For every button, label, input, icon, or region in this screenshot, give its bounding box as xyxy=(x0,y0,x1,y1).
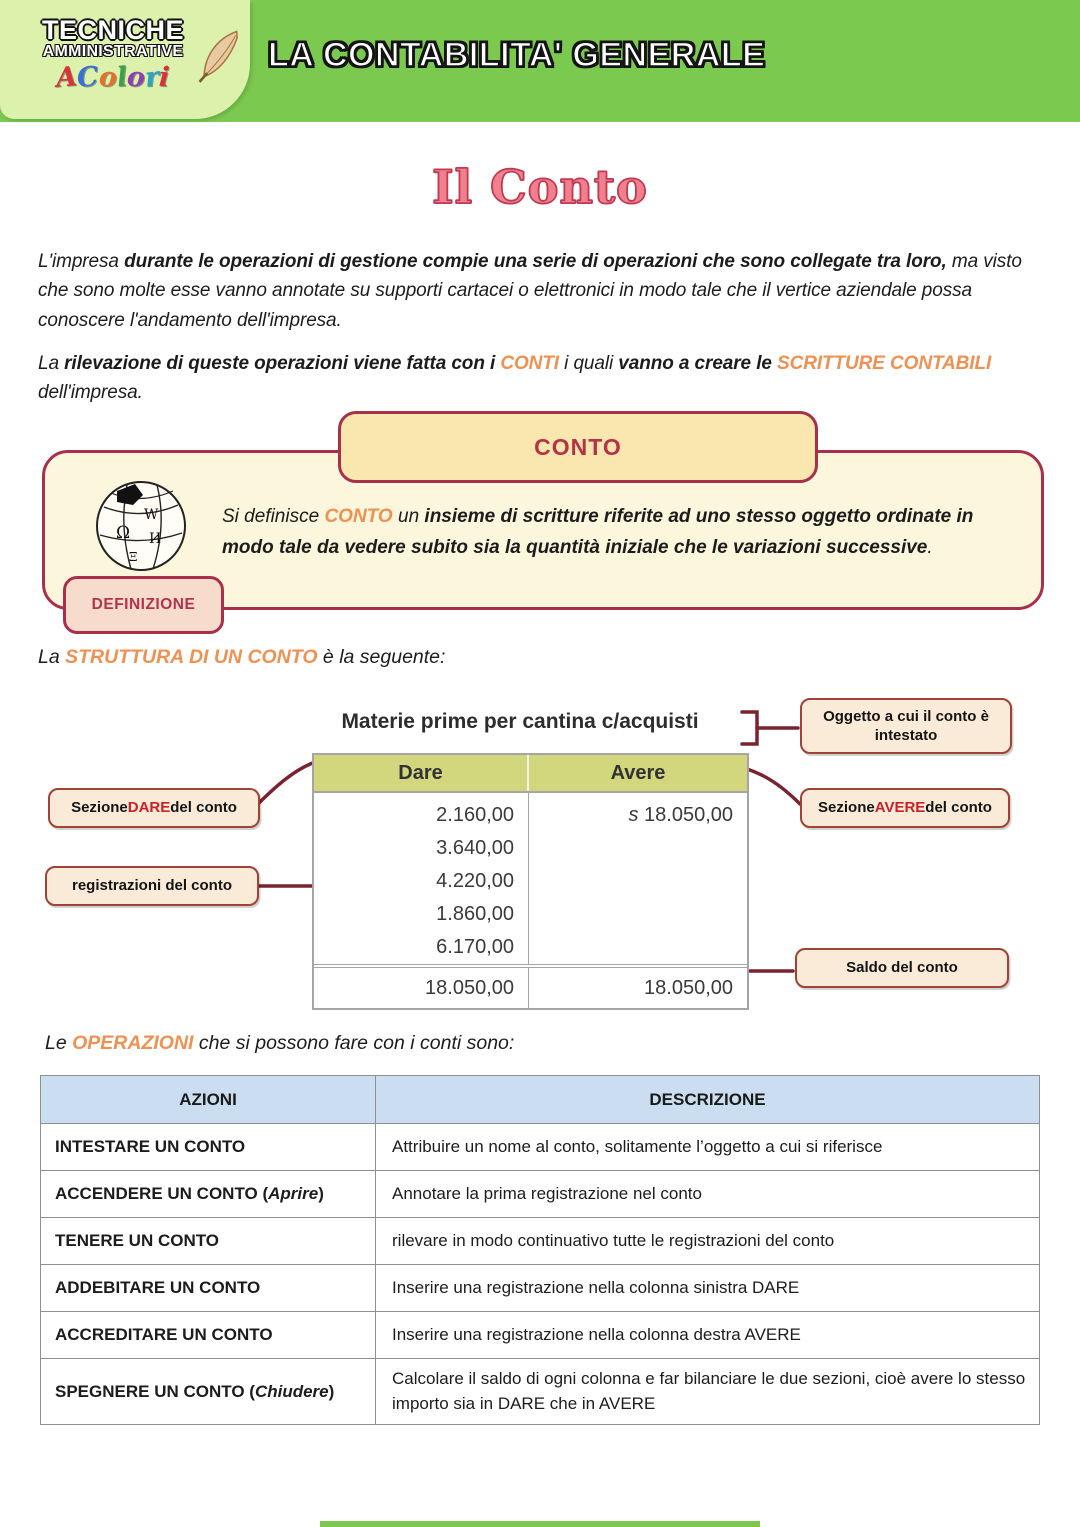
dare-entry: 3.640,00 xyxy=(436,837,514,859)
operations-table: AZIONI DESCRIZIONE INTESTARE UN CONTO At… xyxy=(40,1075,1040,1426)
svg-text:Ω: Ω xyxy=(116,523,130,543)
svg-text:Ξ: Ξ xyxy=(129,550,137,564)
account-structure-diagram: Materie prime per cantina c/acquisti Dar… xyxy=(0,690,1080,1025)
azione-cell: ACCREDITARE UN CONTO xyxy=(41,1312,376,1358)
feather-icon xyxy=(189,21,250,97)
descrizione-cell: Calcolare il saldo di ogni colonna e far… xyxy=(392,1369,1026,1413)
table-row: ACCENDERE UN CONTO (Aprire) Annotare la … xyxy=(41,1171,1039,1218)
azione-cell: ACCENDERE UN CONTO (Aprire) xyxy=(41,1171,376,1217)
intro-paragraph-2: La rilevazione di queste operazioni vien… xyxy=(38,353,992,404)
logo-line1: TECNICHE xyxy=(41,15,184,45)
dare-entry: 2.160,00 xyxy=(436,804,514,826)
dare-entry: 1.860,00 xyxy=(436,903,514,925)
page-title: Il Conto xyxy=(431,159,648,215)
column-dare-header: Dare xyxy=(314,755,529,791)
dare-total: 18.050,00 xyxy=(314,968,529,1008)
azione-cell: TENERE UN CONTO xyxy=(41,1218,376,1264)
logo-panel: TECNICHE AMMINISTRATIVE A Colori xyxy=(0,0,250,119)
descrizione-cell: Attribuire un nome al conto, solitamente… xyxy=(392,1136,883,1156)
callout-saldo: Saldo del conto xyxy=(795,948,1009,988)
callout-sezione-dare: Sezione DARE del conto xyxy=(48,788,260,828)
dare-entries: 2.160,00 3.640,00 4.220,00 1.860,00 6.170,00 xyxy=(314,793,529,964)
definition-text: Si definisce CONTO un insieme di scrittu… xyxy=(222,506,974,558)
svg-text:W: W xyxy=(144,507,159,523)
wikipedia-globe-icon: Ω W И Ξ xyxy=(90,475,192,580)
definition-tab: CONTO xyxy=(338,411,818,483)
logo-line3: A Colori xyxy=(55,61,171,95)
avere-entry: s 18.050,00 xyxy=(628,804,733,826)
table-row: TENERE UN CONTO rilevare in modo continu… xyxy=(41,1218,1039,1265)
descrizione-cell: Annotare la prima registrazione nel cont… xyxy=(392,1183,702,1203)
descrizione-cell: Inserire una registrazione nella colonna… xyxy=(392,1324,801,1344)
page-banner-title: LA CONTABILITA' GENERALE xyxy=(267,35,766,75)
svg-text:И: И xyxy=(149,531,161,547)
callout-registrazioni: registrazioni del conto xyxy=(45,866,259,906)
avere-entries: s 18.050,00 xyxy=(529,793,747,964)
operations-line: Le OPERAZIONI che si possono fare con i … xyxy=(45,1032,515,1054)
table-row: ADDEBITARE UN CONTO Inserire una registr… xyxy=(41,1265,1039,1312)
header-azioni: AZIONI xyxy=(41,1076,376,1123)
header-descrizione: DESCRIZIONE xyxy=(649,1089,766,1109)
account-t-table: Dare Avere 2.160,00 3.640,00 4.220,00 1.860… xyxy=(312,753,749,1010)
dare-entry: 4.220,00 xyxy=(436,870,514,892)
azione-cell: ADDEBITARE UN CONTO xyxy=(41,1265,376,1311)
account-table-body: 2.160,00 3.640,00 4.220,00 1.860,00 6.170,00… xyxy=(314,793,747,964)
descrizione-cell: Inserire una registrazione nella colonna… xyxy=(392,1277,800,1297)
column-avere-header: Avere xyxy=(610,762,666,784)
definition-badge: DEFINIZIONE xyxy=(63,576,224,634)
logo: TECNICHE AMMINISTRATIVE A Colori xyxy=(18,15,208,95)
table-row: SPEGNERE UN CONTO (Chiudere) Calcolare i… xyxy=(41,1359,1039,1425)
callout-oggetto: Oggetto a cui il conto è intestato xyxy=(800,698,1012,754)
dare-entry: 6.170,00 xyxy=(436,936,514,958)
intro-paragraph-1: L'impresa durante le operazioni di gesti… xyxy=(38,251,1022,331)
table-row: INTESTARE UN CONTO Attribuire un nome al… xyxy=(41,1124,1039,1171)
page-header: TECNICHE AMMINISTRATIVE A Colori LA CONT… xyxy=(0,0,1080,122)
account-table-header: Dare Avere xyxy=(314,755,747,793)
azione-cell: SPEGNERE UN CONTO (Chiudere) xyxy=(41,1359,376,1425)
table-row: ACCREDITARE UN CONTO Inserire una regist… xyxy=(41,1312,1039,1359)
callout-sezione-avere: Sezione AVERE del conto xyxy=(800,788,1010,828)
operations-rows: INTESTARE UN CONTO Attribuire un nome al… xyxy=(41,1124,1039,1425)
operations-table-header: AZIONI DESCRIZIONE xyxy=(41,1076,1039,1124)
descrizione-cell: rilevare in modo continuativo tutte le r… xyxy=(392,1230,835,1250)
structure-line: La STRUTTURA DI UN CONTO è la seguente: xyxy=(38,646,446,668)
azione-cell: INTESTARE UN CONTO xyxy=(41,1124,376,1170)
avere-total: 18.050,00 xyxy=(644,977,733,999)
logo-line2: AMMINISTRATIVE xyxy=(42,43,184,61)
footer-accent-bar xyxy=(320,1521,760,1527)
account-total-row: 18.050,00 18.050,00 xyxy=(314,964,747,1008)
account-title: Materie prime per cantina c/acquisti xyxy=(341,710,699,733)
